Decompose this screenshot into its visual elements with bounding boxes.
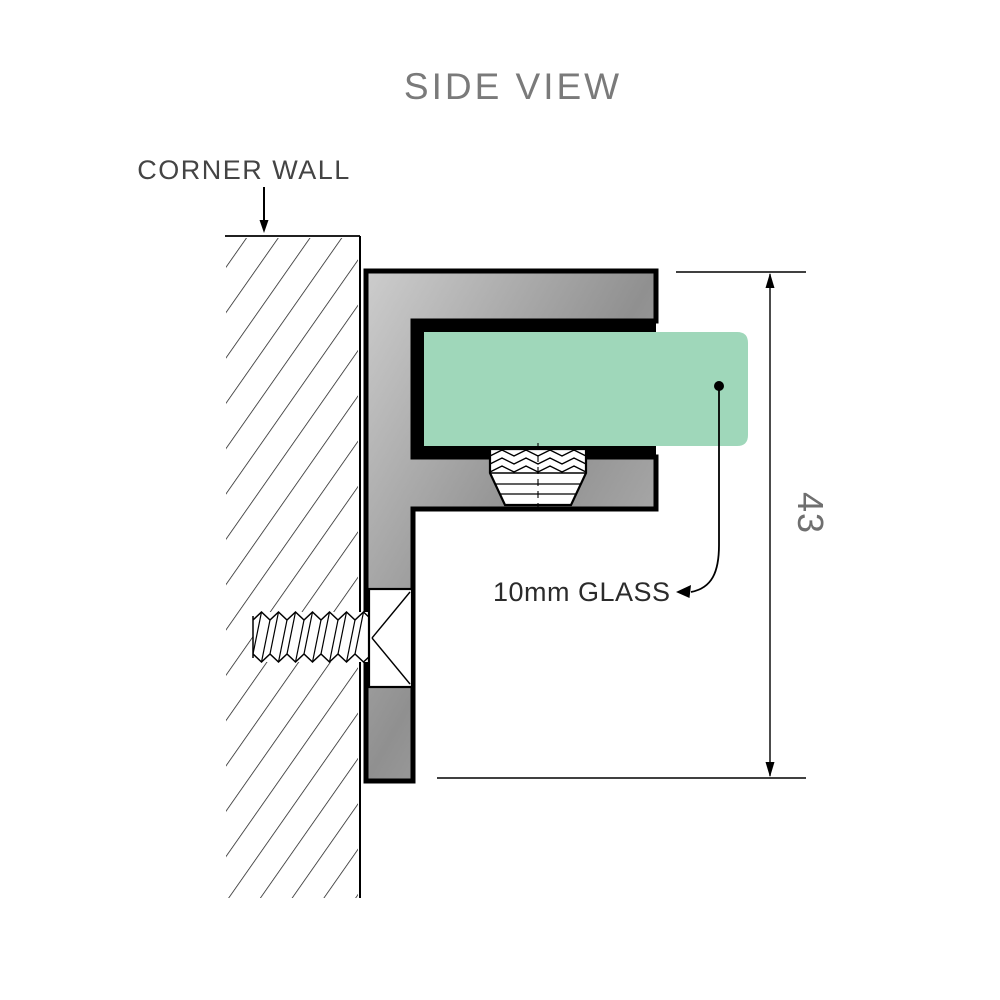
glass-leader-line [690, 386, 720, 593]
screw-head [367, 587, 414, 689]
wall-hatching [226, 238, 358, 898]
corner-wall-label: CORNER WALL [137, 155, 351, 185]
glass-panel [424, 332, 748, 446]
glass-label: 10mm GLASS [493, 577, 671, 607]
glass-leader-arrow [676, 585, 691, 598]
diagram-title: SIDE VIEW [404, 66, 622, 107]
mounting-screw [252, 610, 373, 664]
dimension-label: 43 [790, 492, 831, 534]
corner-wall-arrow [259, 187, 269, 233]
dimension-arrow-top [765, 273, 775, 288]
dimension-arrow-bottom [765, 762, 775, 777]
grub-screw [488, 443, 588, 511]
